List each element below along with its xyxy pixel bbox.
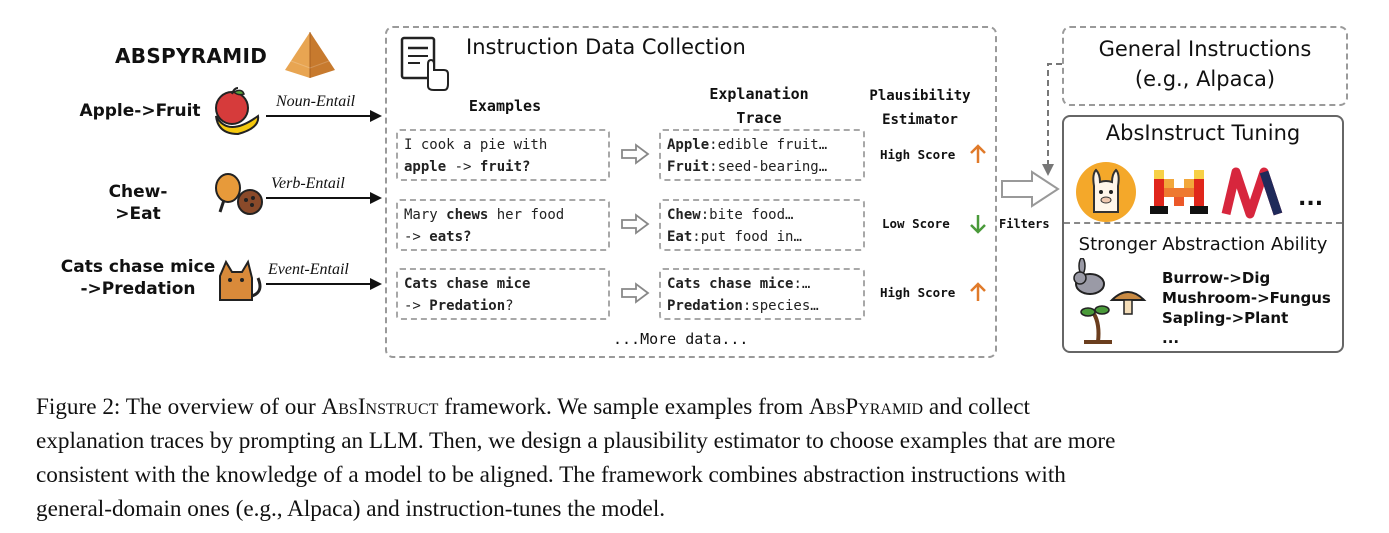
tuning-title: AbsInstruct Tuning [1105,121,1301,145]
hollow-arrow-icon [621,282,650,304]
general-instructions-text: General Instructions (e.g., Alpaca) [1062,34,1348,94]
caption-line-4: general-domain ones (e.g., Alpaca) and i… [36,496,666,522]
example-text: I cook a pie with [404,137,548,153]
down-arrow-icon [970,215,986,234]
absyramid-title: ABSPYRAMID [115,44,268,68]
col-trace-line-2: Trace [736,109,782,127]
arrow-icon [266,110,382,122]
concept-line-1: Cats chase mice [60,257,216,277]
dashed-connector [1042,63,1062,176]
trace-text: :put food in… [692,229,802,245]
model-logo-icon [1221,167,1283,219]
document-hand-icon [400,36,449,91]
concept-chew-eat: Chew->Eat [108,182,168,224]
score-label-2: Low Score [882,216,950,231]
example-bold: Predation [429,298,506,314]
col-trace-header: Explanation Trace [680,82,838,130]
caption-absinstruct: AbsInstruct [321,394,439,420]
panel-title: Instruction Data Collection [466,35,746,59]
example-bold: fruit? [479,159,531,175]
general-instructions-box [1062,26,1348,106]
example-text: -> [404,298,430,314]
relation-event-entail: Event-Entail [268,261,349,278]
apple-banana-icon [215,87,260,136]
ability-item: Mushroom->Fungus [1162,289,1331,307]
ability-list: Burrow->Dig Mushroom->Fungus Sapling->Pl… [1162,268,1331,348]
ability-item: Burrow->Dig [1162,269,1271,287]
llama-logo-icon [1076,162,1136,222]
relation-noun-entail: Noun-Entail [276,93,356,110]
hollow-arrow-icon [621,143,650,165]
trace-bold: Apple [667,137,710,153]
hollow-arrow-icon [621,213,650,235]
concept-apple-fruit: Apple->Fruit [79,101,201,121]
trace-box-2: Chew:bite food… Eat:put food in… [659,199,865,251]
trace-text: :species… [742,298,819,314]
trace-text: :… [793,276,811,292]
arrow-icon [266,278,382,290]
col-plausibility-header: Plausibility Estimator [850,84,990,132]
example-box-1: I cook a pie with apple -> fruit? [396,129,610,181]
concept-cats-chase-mice: Cats chase mice ->Predation [58,256,218,300]
example-text: Mary [404,207,447,223]
example-text: ? [505,298,514,314]
trace-bold: Chew [667,207,701,223]
trace-box-1: Apple:edible fruit… Fruit:seed-bearing… [659,129,865,181]
example-bold: eats? [429,229,472,245]
ability-item: Sapling->Plant [1162,309,1289,327]
caption-text: framework. We sample examples from [438,394,809,420]
col-trace-line-1: Explanation [709,85,809,103]
example-bold: Cats chase mice [404,276,531,292]
caption-line-3: consistent with the knowledge of a model… [36,462,1066,488]
chicken-leg-icon [215,173,263,215]
caption-line-1: Figure 2: The overview of our AbsInstruc… [36,390,1366,424]
filters-label: Filters [999,217,1050,231]
caption-text: and collect [923,394,1030,420]
trace-bold: Cats chase mice [667,276,794,292]
col-examples-header: Examples [468,97,542,115]
example-bold: apple [404,159,447,175]
ability-item: ... [1162,329,1180,347]
caption-line-2: explanation traces by prompting an LLM. … [36,428,1116,454]
trace-text: :seed-bearing… [709,159,828,175]
caption-abspyramid: AbsPyramid [808,394,924,420]
example-text: -> [404,229,430,245]
concept-line-2: ->Predation [80,279,196,299]
absinstruct-tuning-box [1062,115,1344,353]
caption-text: Figure 2: The overview of our [36,394,322,420]
trace-box-3: Cats chase mice:… Predation:species… [659,268,865,320]
divider [1064,222,1342,224]
figure-caption: Figure 2: The overview of our AbsInstruc… [36,390,1366,526]
example-box-2: Mary chews her food -> eats? [396,199,610,251]
example-box-3: Cats chase mice -> Predation? [396,268,610,320]
trace-text: :bite food… [700,207,794,223]
trace-bold: Predation [667,298,743,314]
trace-bold: Eat [667,229,693,245]
pyramid-icon [285,32,335,78]
example-text: her food [488,207,565,223]
example-bold: chews [446,207,489,223]
arrow-icon [266,192,382,204]
general-instructions-line-2: (e.g., Alpaca) [1134,67,1276,91]
rabbit-mushroom-sapling-icon [1073,258,1147,344]
up-arrow-icon [970,282,986,301]
relation-verb-entail: Verb-Entail [271,175,345,192]
big-hollow-arrow-icon [1001,170,1060,208]
score-label-3: High Score [880,285,956,300]
cat-icon [219,259,262,301]
trace-text: :edible fruit… [709,137,828,153]
trace-bold: Fruit [667,159,710,175]
col-plausibility-line-2: Estimator [882,112,958,128]
more-data-label: ...More data... [613,330,749,348]
col-plausibility-line-1: Plausibility [869,88,971,104]
example-text: -> [446,159,480,175]
up-arrow-icon [970,144,986,163]
mistral-logo-icon [1150,170,1208,214]
ability-title: Stronger Abstraction Ability [1078,234,1328,255]
more-models-ellipsis: ... [1298,186,1324,211]
general-instructions-line-1: General Instructions [1098,37,1312,61]
score-label-1: High Score [880,147,956,162]
